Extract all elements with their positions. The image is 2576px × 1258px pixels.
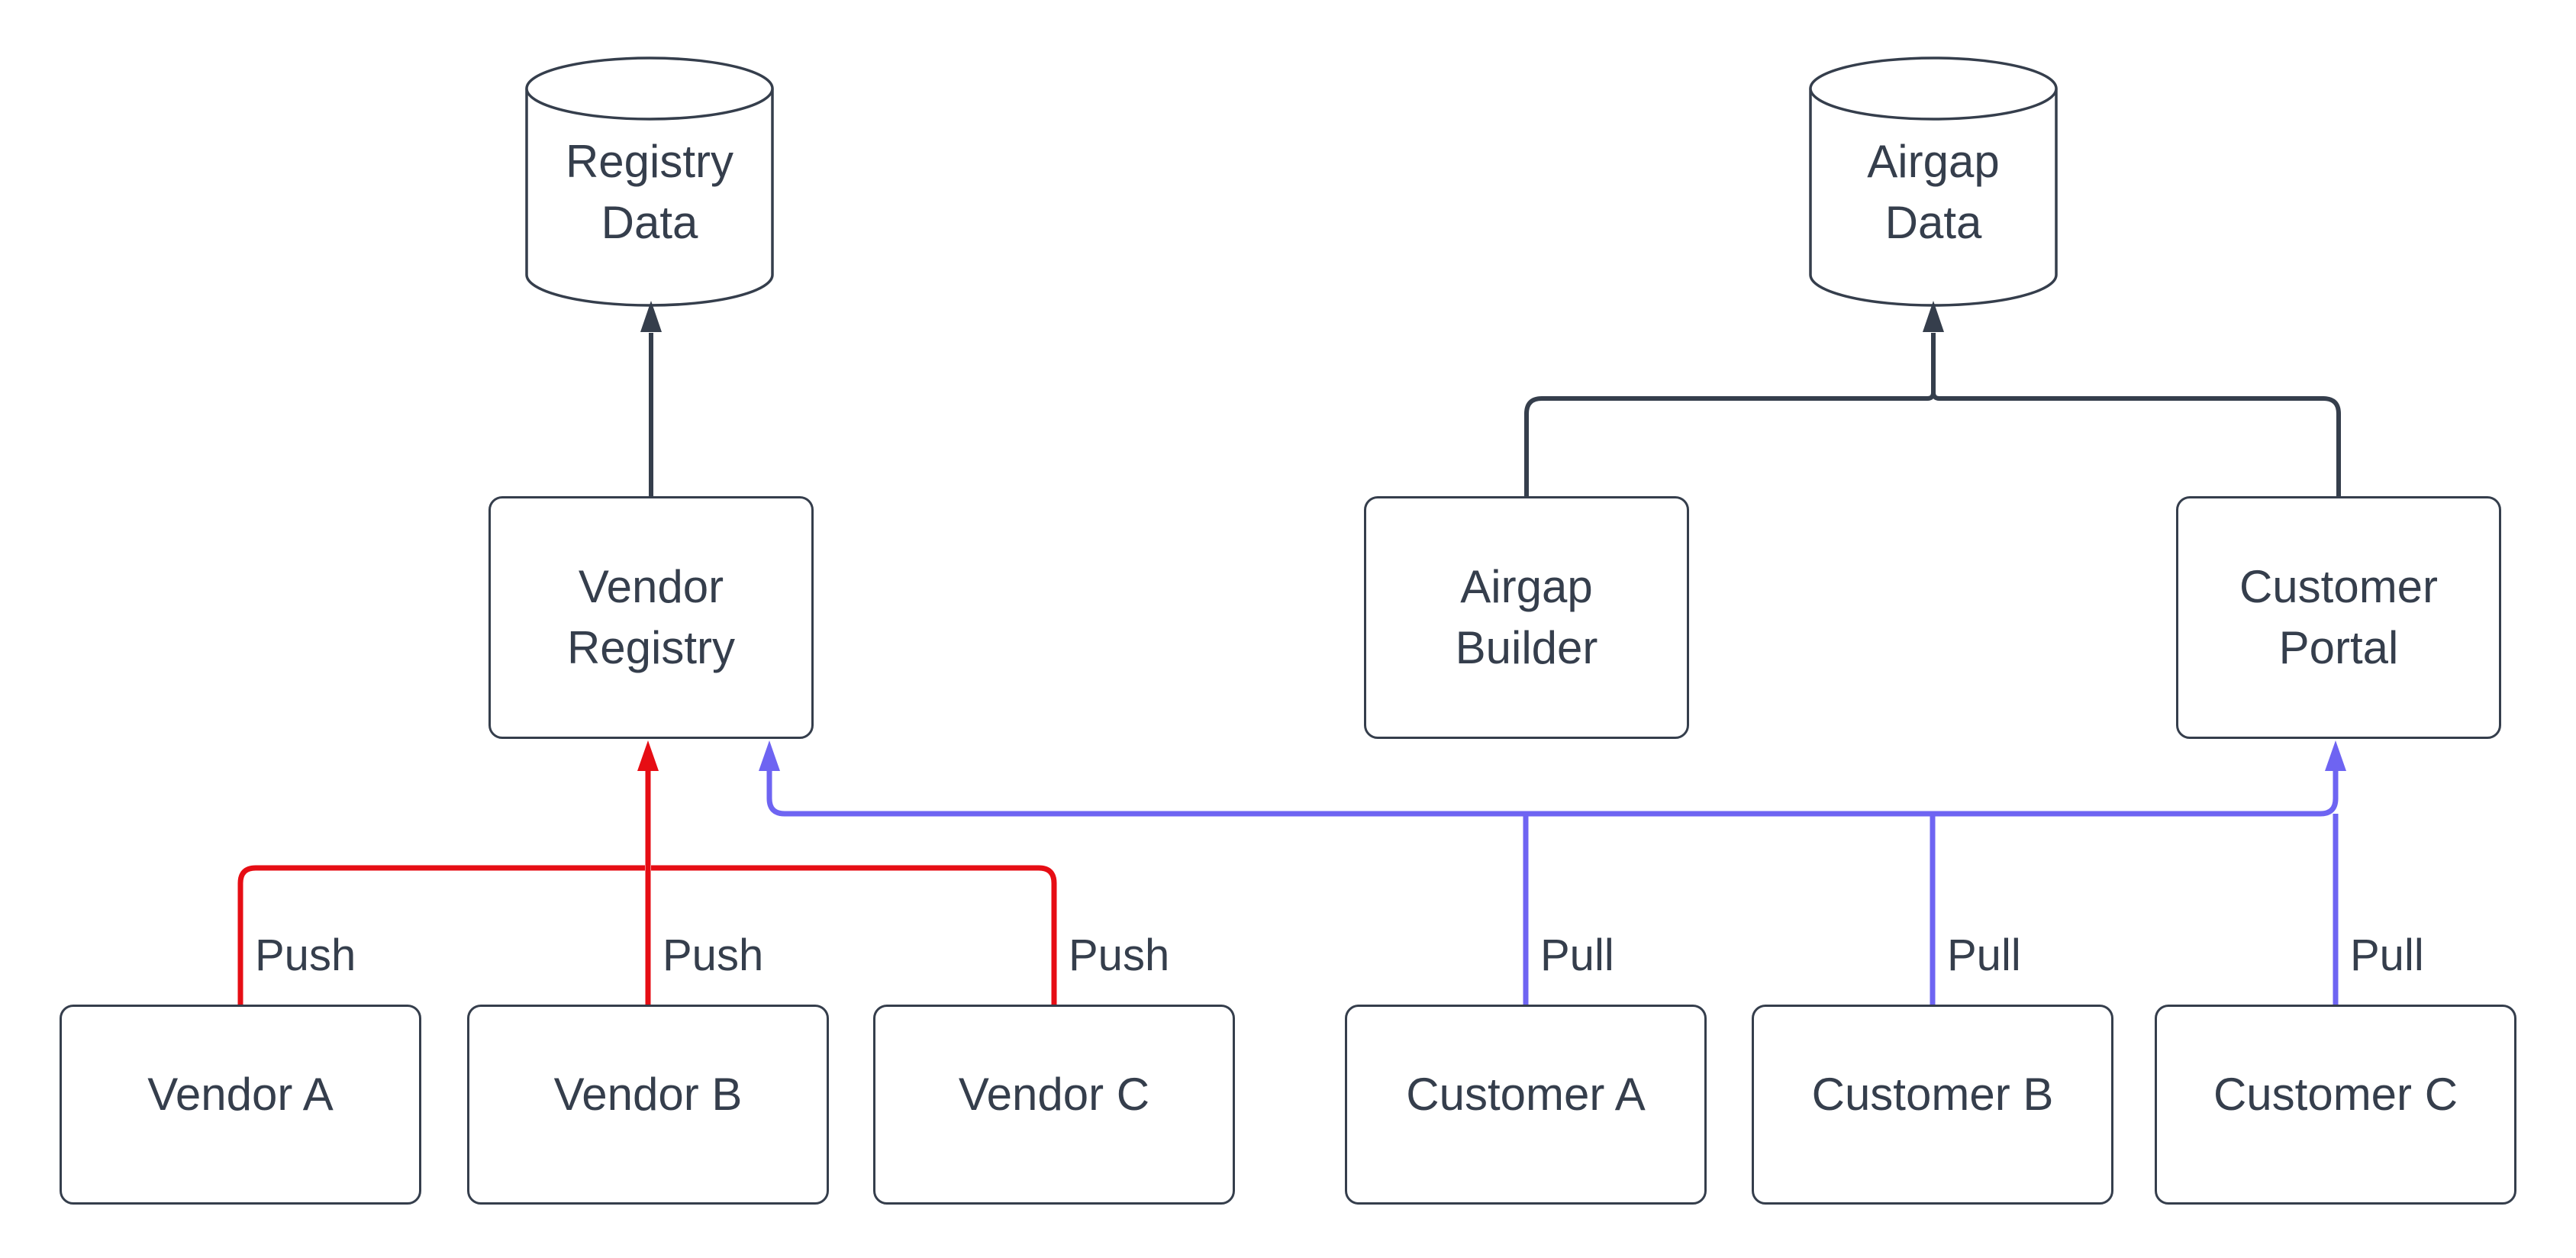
arrowhead-registry-data [640,301,662,332]
node-customer-c: Customer C [2155,1005,2516,1205]
node-vendor-c: Vendor C [873,1005,1235,1205]
node-vendor-a: Vendor A [60,1005,421,1205]
edge-label-push-c: Push [1069,931,1170,980]
edge-pull-main [766,769,2339,817]
node-registry-data: Registry Data [565,136,734,248]
edge-label-pull-c: Pull [2350,931,2424,980]
edge-customer-portal-to-junction [1931,392,2341,496]
edge-airgap-builder-to-junction [1524,392,1936,496]
node-airgap-data: Airgap Data [1867,136,2000,248]
edge-label-push-b: Push [663,931,764,980]
arrowhead-push-vendor-registry [637,740,659,771]
arrowhead-airgap-data [1923,301,1944,332]
node-vendor-b: Vendor B [467,1005,829,1205]
edge-label-pull-b: Pull [1947,931,2021,980]
edge-label-pull-a: Pull [1540,931,1614,980]
arrowhead-pull-customer-portal [2325,740,2346,771]
airgap-data-cylinder [1809,56,2058,307]
node-airgap-builder: Airgap Builder [1364,496,1689,739]
node-vendor-registry: Vendor Registry [488,496,814,739]
edge-push-vendor-a [237,865,645,1006]
node-customer-a: Customer A [1345,1005,1707,1205]
registry-data-cylinder [525,56,774,307]
node-customer-portal: Customer Portal [2176,496,2501,739]
edge-label-push-a: Push [255,931,356,980]
edge-push-vendor-c [651,865,1057,1006]
arrowhead-pull-vendor-registry [759,740,780,771]
node-customer-b: Customer B [1752,1005,2113,1205]
